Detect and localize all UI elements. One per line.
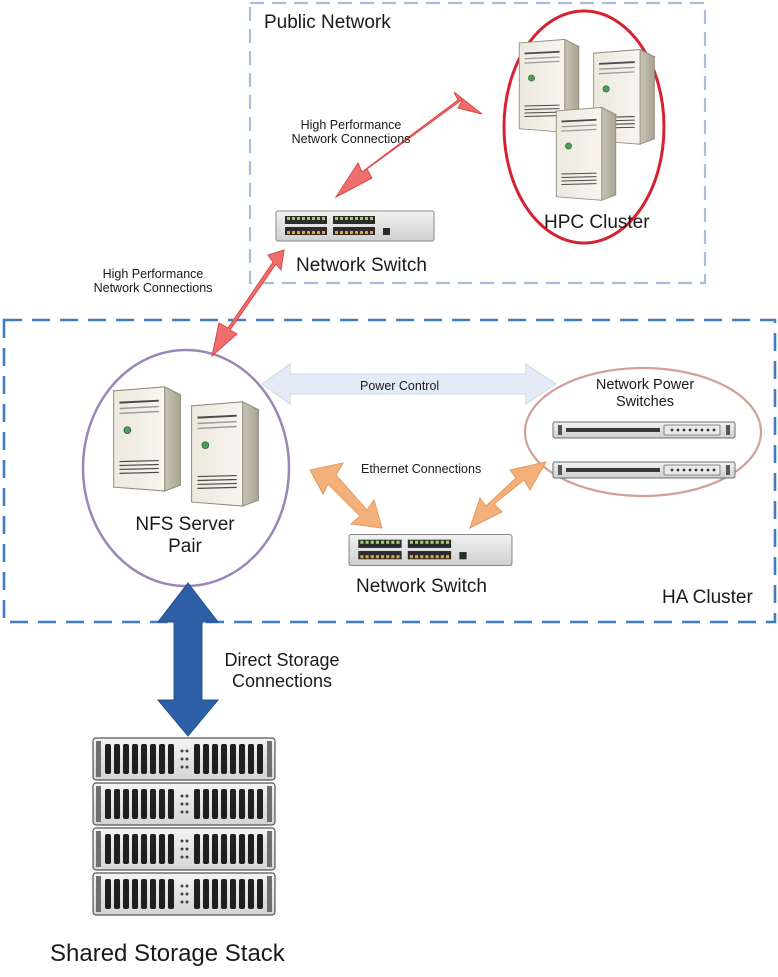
hpc-cluster-servers-icon <box>518 38 656 202</box>
nfs-server-pair-label: NFS Server Pair <box>135 514 235 557</box>
ha-cluster-label: HA Cluster <box>662 587 753 608</box>
network-switch-top-icon <box>275 210 435 242</box>
public-network-label: Public Network <box>264 12 391 33</box>
power-control-arrow <box>261 363 557 405</box>
power-control-label: Power Control <box>360 379 440 393</box>
network-switch-bottom-icon <box>348 534 513 566</box>
nfs-servers-icon <box>112 385 260 508</box>
hpc-cluster-ellipse <box>502 9 666 245</box>
hpc-cluster-label: HPC Cluster <box>544 212 650 233</box>
network-switch-bottom-label: Network Switch <box>356 576 487 597</box>
ethernet-arrow-right <box>469 461 547 529</box>
hpc-link-label: High Performance Network Connections <box>291 118 411 147</box>
public-network-region <box>248 1 707 285</box>
direct-storage-arrow <box>156 582 220 737</box>
ethernet-arrow-left <box>309 462 383 529</box>
high-performance-arrow-hpc <box>334 91 483 199</box>
high-performance-arrow-nfs <box>211 249 285 358</box>
ethernet-connections-label: Ethernet Connections <box>361 462 482 476</box>
power-switches-ellipse <box>523 366 763 498</box>
power-switch-unit-2-icon <box>552 461 736 479</box>
ha-cluster-region <box>2 318 777 624</box>
network-switch-top-label: Network Switch <box>296 255 427 276</box>
direct-storage-label: Direct Storage Connections <box>224 650 340 691</box>
network-power-switches-label: Network Power Switches <box>595 377 695 410</box>
shared-storage-stack-icon <box>92 737 276 916</box>
nfs-link-label: High Performance Network Connections <box>93 267 213 296</box>
power-switch-unit-1-icon <box>552 421 736 439</box>
shared-storage-stack-label: Shared Storage Stack <box>50 940 285 967</box>
